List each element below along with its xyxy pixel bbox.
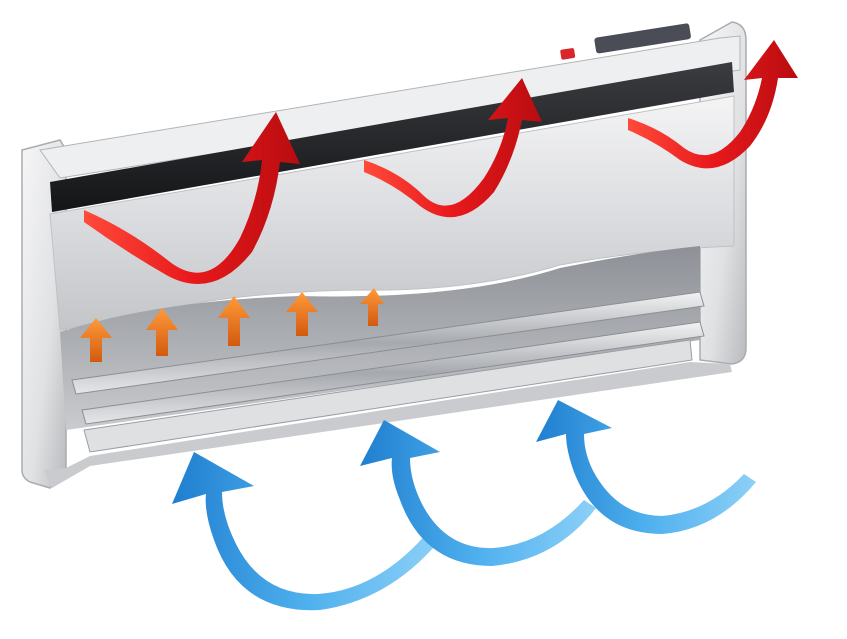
cool-air-arrows: [172, 400, 756, 611]
rising-heat-arrow-5: [360, 288, 384, 326]
cool-air-arrow-middle: [360, 420, 596, 566]
warm-air-arrow-left: [84, 112, 300, 284]
warm-air-arrows: [84, 40, 798, 284]
cool-air-arrow-left: [172, 452, 440, 611]
indicator-light: [560, 48, 576, 60]
bottom-air-intake-grille: [83, 339, 693, 453]
rising-heat-arrows: [80, 288, 384, 362]
control-panel: [594, 23, 691, 54]
rising-heat-arrow-2: [146, 308, 178, 356]
rising-heat-arrow-3: [218, 296, 250, 346]
top-air-outlet-vent: [50, 62, 734, 212]
rising-heat-arrow-1: [80, 318, 112, 362]
heating-element-rod-upper: [71, 291, 705, 395]
cool-air-arrow-right: [536, 400, 756, 534]
warm-air-arrow-middle: [364, 78, 542, 218]
heater-body: [21, 21, 747, 489]
heater-bottom-casing: [44, 362, 732, 488]
warm-air-arrow-right: [628, 40, 798, 169]
heater-top-casing: [39, 35, 741, 179]
rising-heat-arrow-4: [286, 292, 318, 336]
heating-element-rod-lower: [81, 321, 705, 425]
